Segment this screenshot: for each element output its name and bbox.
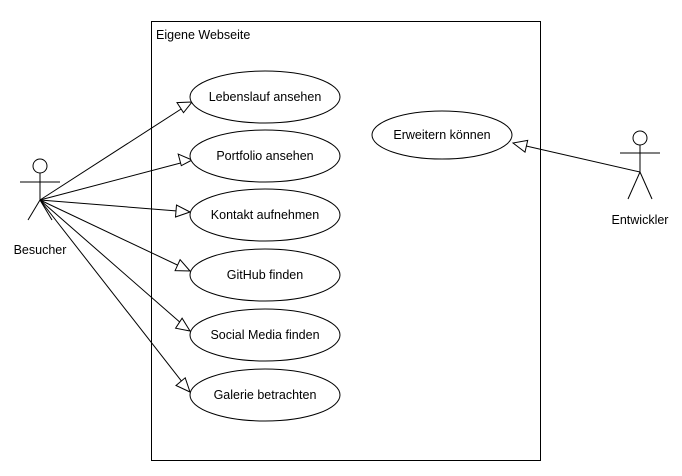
use-case-label-social: Social Media finden [210,328,319,342]
use-case-label-contact: Kontakt aufnehmen [211,208,319,222]
association-github [39,199,191,272]
use-case-ellipse [371,110,513,160]
use-case-label-github: GitHub finden [227,268,303,282]
arrowhead-github [174,258,192,272]
system-title: Eigene Webseite [156,28,250,42]
use-case-ellipse [189,308,341,362]
arrowhead-extend [511,139,529,153]
use-case-label-gallery: Galerie betrachten [214,388,317,402]
association-gallery [39,199,191,393]
actor-label-visitor: Besucher [14,243,67,257]
association-social [39,199,191,332]
use-case-contact: Kontakt aufnehmen [189,188,341,242]
actor-label-developer: Entwickler [612,213,669,227]
use-case-ellipse [189,188,341,242]
use-case-label-cv: Lebenslauf ansehen [209,90,322,104]
arrowhead-contact [174,204,192,218]
use-case-social: Social Media finden [189,308,341,362]
association-cv [39,101,193,201]
association-extend [512,142,641,173]
use-case-cv: Lebenslauf ansehen [189,70,341,124]
use-case-extend: Erweitern können [371,110,513,160]
stick-figure-icon [620,130,660,200]
actor-developer: Entwickler [612,130,669,227]
use-case-ellipse [189,368,341,422]
use-case-gallery: Galerie betrachten [189,368,341,422]
system-boundary [151,21,541,461]
arrowhead-gallery [175,376,191,393]
use-case-ellipse [189,248,341,302]
use-case-label-extend: Erweitern können [393,128,490,142]
stick-figure-icon [20,158,60,221]
arrowheads [174,101,529,393]
arrowhead-social [174,317,192,332]
association-portfolio [39,159,193,201]
use-case-ellipse [189,129,341,183]
association-contact [39,199,191,213]
arrowhead-cv [176,101,194,114]
use-case-label-portfolio: Portfolio ansehen [216,149,313,163]
actor-visitor: Besucher [14,158,67,257]
use-case-ellipse [189,70,341,124]
use-case-github: GitHub finden [189,248,341,302]
use-case-portfolio: Portfolio ansehen [189,129,341,183]
visitor-associations [39,101,193,393]
arrowhead-portfolio [177,153,194,167]
